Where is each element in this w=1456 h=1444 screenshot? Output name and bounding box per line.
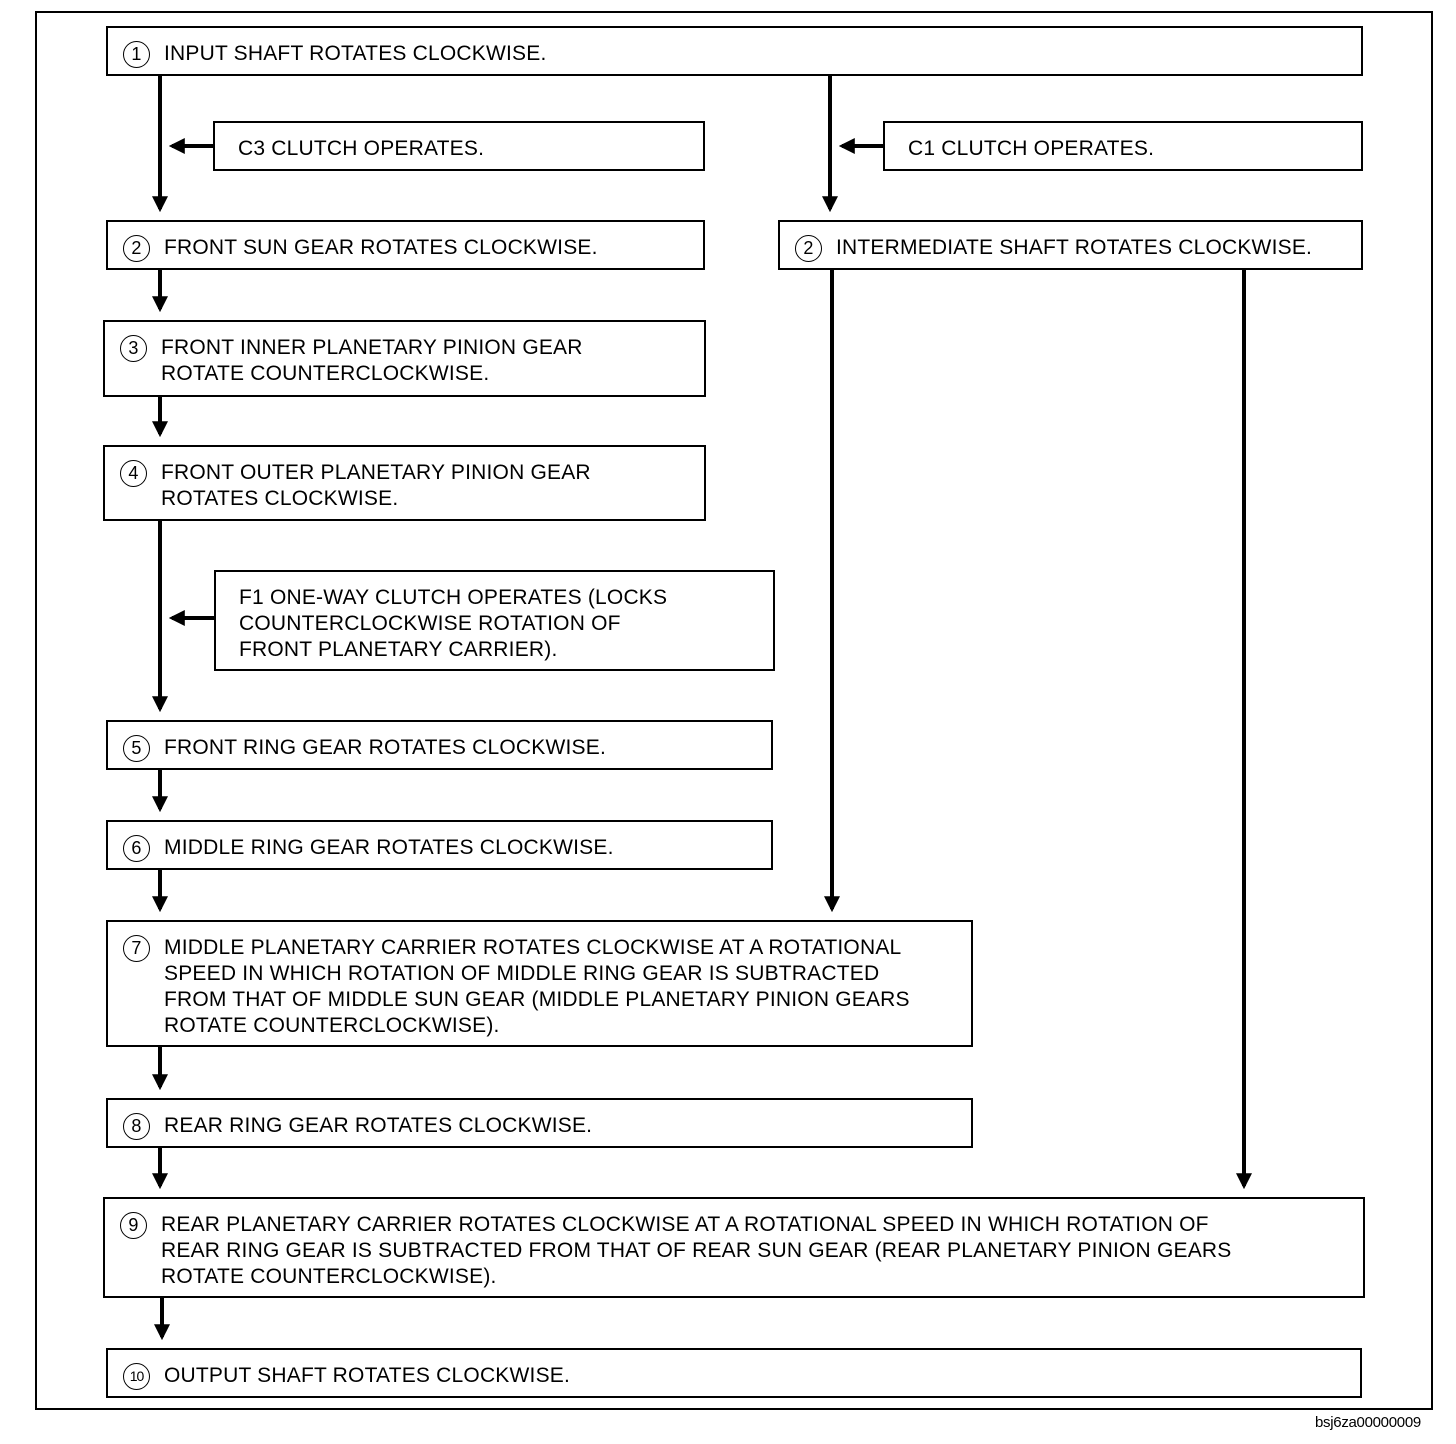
condition-c1-clutch: C1 CLUTCH OPERATES. <box>883 121 1363 171</box>
step-number-badge: 2 <box>795 235 822 262</box>
step-front-inner-pinion: 3 FRONT INNER PLANETARY PINION GEAR ROTA… <box>103 320 706 397</box>
step-front-sun-gear: 2 FRONT SUN GEAR ROTATES CLOCKWISE. <box>106 220 705 270</box>
step-output-shaft: 10 OUTPUT SHAFT ROTATES CLOCKWISE. <box>106 1348 1362 1398</box>
step-text: INTERMEDIATE SHAFT ROTATES CLOCKWISE. <box>836 236 1313 259</box>
condition-text: C1 CLUTCH OPERATES. <box>908 137 1155 160</box>
step-front-ring-gear: 5 FRONT RING GEAR ROTATES CLOCKWISE. <box>106 720 773 770</box>
step-text: MIDDLE PLANETARY CARRIER ROTATES CLOCKWI… <box>164 936 910 1037</box>
condition-text: C3 CLUTCH OPERATES. <box>238 137 485 160</box>
step-number-badge: 4 <box>120 460 147 487</box>
step-text: FRONT RING GEAR ROTATES CLOCKWISE. <box>164 736 607 759</box>
step-rear-ring-gear: 8 REAR RING GEAR ROTATES CLOCKWISE. <box>106 1098 973 1148</box>
step-text: MIDDLE RING GEAR ROTATES CLOCKWISE. <box>164 836 614 859</box>
step-number-badge: 5 <box>123 735 150 762</box>
step-text: FRONT SUN GEAR ROTATES CLOCKWISE. <box>164 236 598 259</box>
step-text: REAR RING GEAR ROTATES CLOCKWISE. <box>164 1114 593 1137</box>
diagram-frame <box>35 11 1433 1410</box>
step-number-badge: 7 <box>123 935 150 962</box>
condition-text: F1 ONE-WAY CLUTCH OPERATES (LOCKS COUNTE… <box>239 586 668 661</box>
step-text: FRONT INNER PLANETARY PINION GEAR ROTATE… <box>161 336 583 385</box>
step-text: OUTPUT SHAFT ROTATES CLOCKWISE. <box>164 1364 571 1387</box>
step-number-badge: 3 <box>120 335 147 362</box>
step-front-outer-pinion: 4 FRONT OUTER PLANETARY PINION GEAR ROTA… <box>103 445 706 521</box>
step-number-badge: 6 <box>123 835 150 862</box>
step-rear-planetary-carrier: 9 REAR PLANETARY CARRIER ROTATES CLOCKWI… <box>103 1197 1365 1298</box>
figure-code: bsj6za00000009 <box>1315 1414 1421 1431</box>
condition-f1-one-way-clutch: F1 ONE-WAY CLUTCH OPERATES (LOCKS COUNTE… <box>214 570 775 671</box>
step-intermediate-shaft: 2 INTERMEDIATE SHAFT ROTATES CLOCKWISE. <box>778 220 1363 270</box>
step-text: REAR PLANETARY CARRIER ROTATES CLOCKWISE… <box>161 1213 1232 1288</box>
step-input-shaft: 1 INPUT SHAFT ROTATES CLOCKWISE. <box>106 26 1363 76</box>
step-number-badge: 1 <box>123 41 150 68</box>
step-text: INPUT SHAFT ROTATES CLOCKWISE. <box>164 42 547 65</box>
step-number-badge: 10 <box>123 1363 150 1390</box>
step-text: FRONT OUTER PLANETARY PINION GEAR ROTATE… <box>161 461 591 510</box>
step-number-badge: 2 <box>123 235 150 262</box>
step-middle-planetary-carrier: 7 MIDDLE PLANETARY CARRIER ROTATES CLOCK… <box>106 920 973 1047</box>
condition-c3-clutch: C3 CLUTCH OPERATES. <box>213 121 705 171</box>
step-number-badge: 9 <box>120 1212 147 1239</box>
step-number-badge: 8 <box>123 1113 150 1140</box>
step-middle-ring-gear: 6 MIDDLE RING GEAR ROTATES CLOCKWISE. <box>106 820 773 870</box>
